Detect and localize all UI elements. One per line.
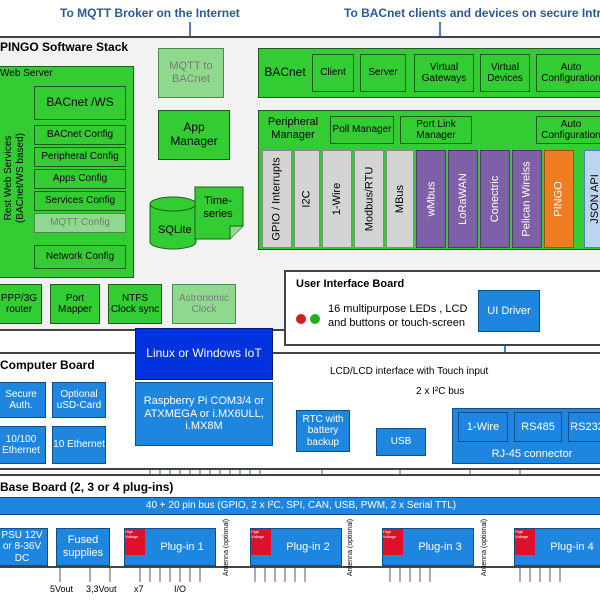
driver-i2c[interactable]: I2C [294, 150, 320, 248]
secure-auth-box[interactable]: Secure Auth. [0, 382, 46, 418]
network-config-box[interactable]: Network Config [34, 245, 126, 269]
ntfs-clock-box[interactable]: NTFS Clock sync [108, 284, 162, 324]
driver-mbus[interactable]: MBus [386, 150, 414, 248]
virtual-devices-box[interactable]: Virtual Devices [480, 54, 530, 92]
plugin-1-high-voltage: High Voltage [125, 529, 145, 555]
sqlite-label: SQLite [158, 224, 192, 236]
onewire-port-box[interactable]: 1-Wire [458, 412, 508, 442]
astronomic-clock-box[interactable]: Astronomic Clock [172, 284, 236, 324]
driver-gpio[interactable]: GPIO / Interrupts [262, 150, 292, 248]
plugin-3-high-voltage: High Voltage [383, 529, 403, 555]
virtual-gateways-box[interactable]: Virtual Gateways [414, 54, 474, 92]
rs232-port-box[interactable]: RS232 [568, 412, 600, 442]
poll-manager-box[interactable]: Poll Manager [330, 116, 394, 144]
port-link-manager-box[interactable]: Port Link Manager [400, 116, 472, 144]
rest-label: Rest Web Services [3, 135, 15, 221]
usd-card-box[interactable]: Optional uSD-Card [52, 382, 106, 418]
5v-out-label: 5Vout [50, 584, 74, 594]
lcd-interface-label: LCD/LCD interface with Touch input [330, 366, 489, 377]
usb-box[interactable]: USB [376, 428, 426, 456]
leds-description: 16 multipurpose LEDs , LCD and buttons o… [328, 303, 468, 329]
driver-lorawan[interactable]: LoRaWAN [448, 150, 478, 248]
driver-pelican[interactable]: Pelican Wirelss [512, 150, 542, 248]
timeseries-label: Time-series [203, 195, 233, 220]
mqtt-header: To MQTT Broker on the Internet [60, 6, 240, 20]
software-stack-title: PINGO Software Stack [0, 40, 129, 54]
ppp-router-box[interactable]: PPP/3G router [0, 284, 42, 324]
server-box[interactable]: Server [360, 54, 406, 92]
peripheral-auto-configuration-box[interactable]: Auto Configuration [536, 116, 600, 144]
driver-wmbus[interactable]: wMbus [416, 150, 446, 248]
fused-supplies-box[interactable]: Fused supplies [56, 528, 110, 566]
i2c-bus-label: 2 x I²C bus [416, 386, 465, 397]
ui-driver-box[interactable]: UI Driver [478, 290, 540, 332]
port-mapper-box[interactable]: Port Mapper [50, 284, 100, 324]
bacnet-label: BACnet [264, 65, 306, 80]
driver-pingo[interactable]: PINGO [544, 150, 574, 248]
pin-bus-bar[interactable]: 40 + 20 pin bus (GPIO, 2 x I²C, SPI, CAN… [0, 497, 600, 515]
rest-sub-label: (BACnet/WS based) [15, 132, 27, 224]
client-box[interactable]: Client [312, 54, 354, 92]
web-server-title: Web Server [0, 68, 53, 79]
plugin-3-antenna: Antenna (optional) [481, 518, 489, 576]
psu-box[interactable]: PSU 12V or 8-36V DC [0, 528, 48, 566]
rs485-port-box[interactable]: RS485 [514, 412, 562, 442]
driver-conectric[interactable]: Conectric [480, 150, 510, 248]
bacnet-ws-box[interactable]: BACnet /WS [34, 86, 126, 120]
ethernet-100-box[interactable]: 10/100 Ethernet [0, 426, 46, 464]
bacnet-auto-configuration-box[interactable]: Auto Configuration [536, 54, 600, 92]
rest-web-services: Rest Web Services (BACnet/WS based) [2, 88, 28, 268]
peripheral-config-box[interactable]: Peripheral Config [34, 147, 126, 167]
base-board-title: Base Board (2, 3 or 4 plug-ins) [0, 480, 174, 494]
cpu-box[interactable]: Raspberry Pi COM3/4 or ATXMEGA or i.MX6U… [135, 382, 273, 446]
mqtt-to-bacnet-box[interactable]: MQTT to BACnet [158, 48, 224, 98]
rj45-label: RJ-45 connector [491, 447, 573, 460]
bacnet-config-box[interactable]: BACnet Config [34, 125, 126, 145]
driver-1wire[interactable]: 1-Wire [322, 150, 352, 248]
ui-board-title: User Interface Board [296, 278, 405, 290]
green-led-icon [310, 314, 320, 324]
red-led-icon [296, 314, 306, 324]
io-label: I/O [174, 584, 187, 594]
driver-json-api[interactable]: JSON API [584, 150, 600, 248]
computer-board-title: Computer Board [0, 358, 95, 372]
bacnet-header: To BACnet clients and devices on secure … [344, 6, 600, 20]
plugin-2-high-voltage: High Voltage [251, 529, 271, 555]
peripheral-manager-label: Peripheral Manager [267, 116, 319, 141]
mqtt-config-box[interactable]: MQTT Config [34, 213, 126, 233]
33v-out-label: 3,3Vout [86, 584, 117, 594]
rtc-box[interactable]: RTC with battery backup [296, 410, 350, 452]
timeseries-document-icon [194, 186, 244, 240]
driver-modbus[interactable]: Modbus/RTU [354, 150, 384, 248]
x7-label: x7 [134, 584, 144, 594]
services-config-box[interactable]: Services Config [34, 191, 126, 211]
plugin-2-antenna: Antenna (optional) [347, 518, 355, 576]
plugin-1-antenna: Antenna (optional) [223, 518, 231, 576]
plugin-4-high-voltage: High Voltage [515, 529, 535, 555]
apps-config-box[interactable]: Apps Config [34, 169, 126, 189]
app-manager-box[interactable]: App Manager [158, 110, 230, 160]
os-box[interactable]: Linux or Windows IoT [135, 328, 273, 380]
sqlite-database-icon [148, 196, 198, 250]
ui-board-panel [284, 270, 600, 346]
ethernet-10-box[interactable]: 10 Ethernet [52, 426, 106, 464]
